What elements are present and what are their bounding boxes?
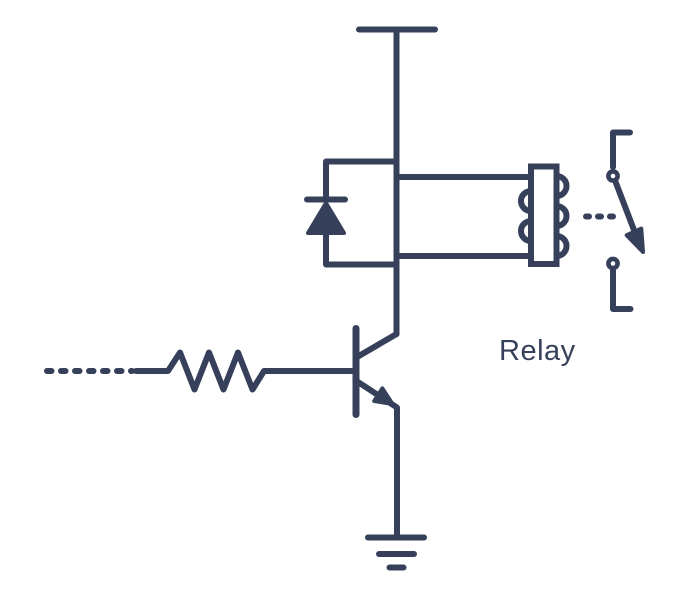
switch-top-contact <box>606 169 620 183</box>
relay-label: Relay <box>499 335 576 367</box>
coil-core-box <box>528 163 560 267</box>
diode-bottom-wire <box>323 227 396 268</box>
switch-bottom-terminal <box>610 267 634 312</box>
switch-arm <box>613 180 637 233</box>
diode-top-wire <box>323 158 397 199</box>
resistor-zigzag <box>133 349 355 393</box>
relay-switch <box>606 129 645 312</box>
emitter-arrowhead <box>372 386 395 406</box>
switch-top-terminal <box>610 129 633 170</box>
flyback-diode <box>304 158 397 268</box>
transistor-emitter <box>355 379 400 463</box>
base-resistor <box>133 349 355 393</box>
switch-bottom-contact <box>606 256 620 271</box>
npn-transistor <box>352 325 400 463</box>
ground <box>365 452 427 571</box>
switch-arm-arrowhead <box>624 226 645 254</box>
transistor-collector <box>355 331 400 360</box>
relay-coil <box>393 163 570 267</box>
